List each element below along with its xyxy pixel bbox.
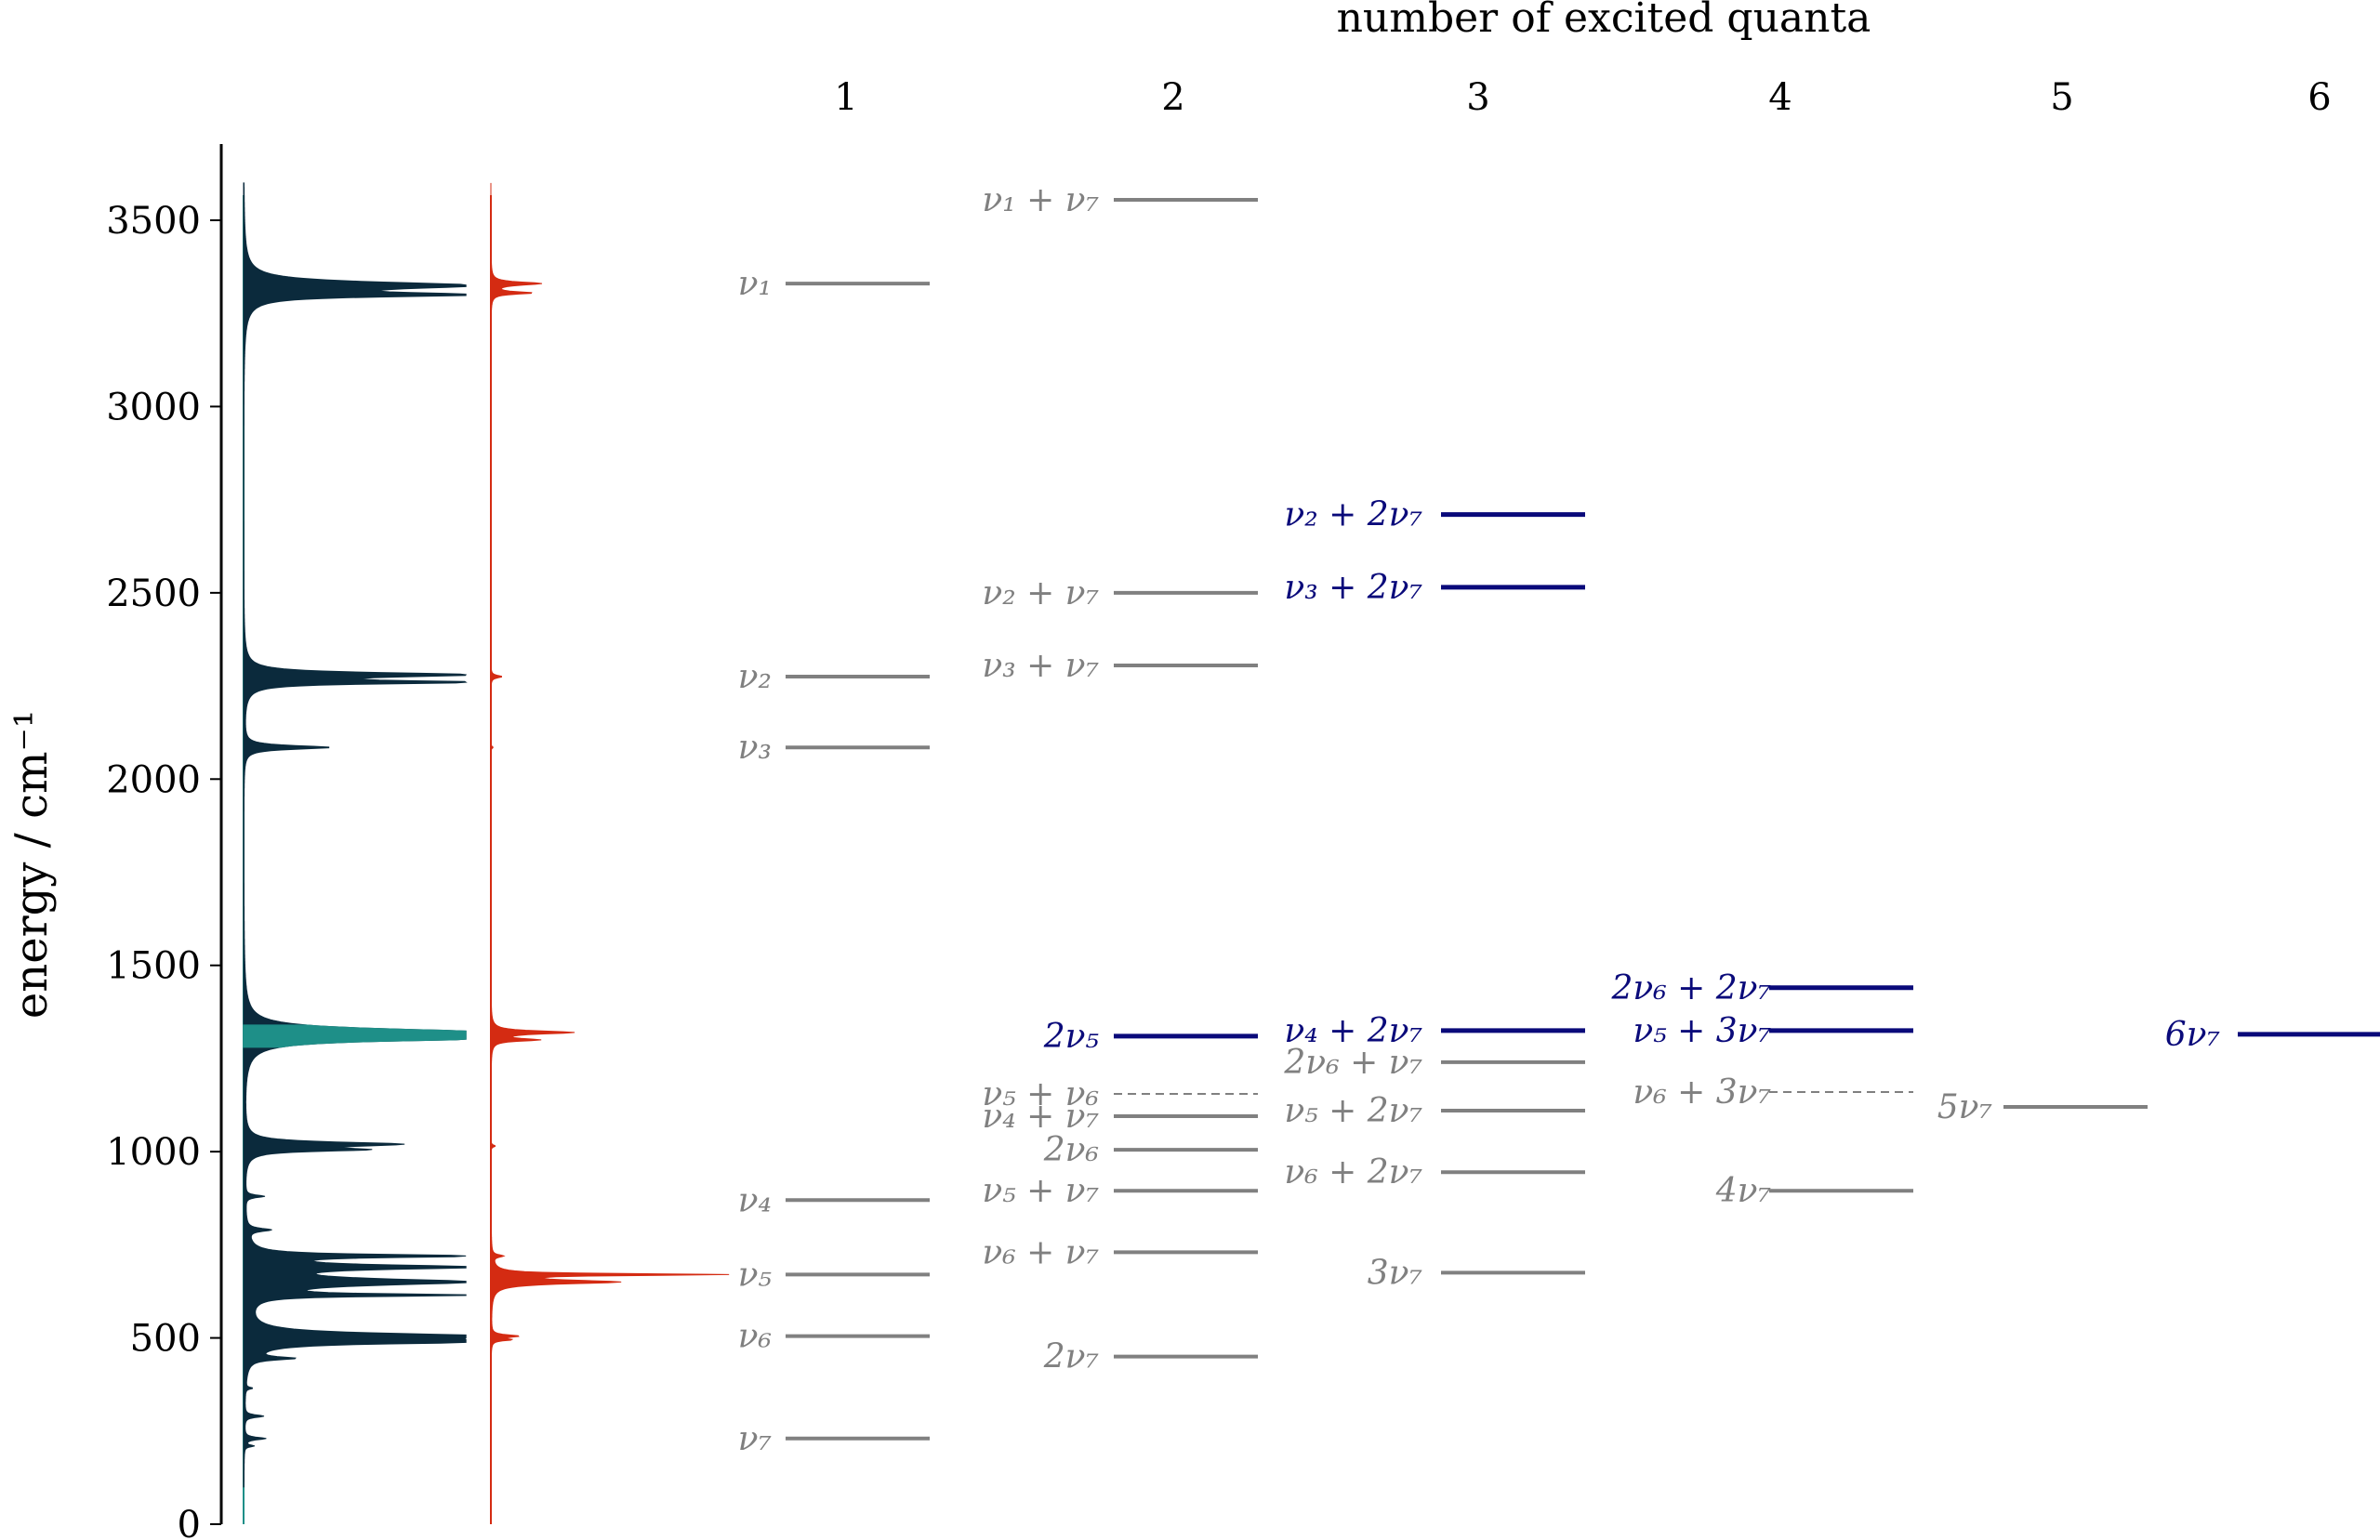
column-label-5: 5	[2050, 76, 2073, 119]
column-label-1: 1	[834, 76, 857, 119]
level-label: 6ν₇	[2165, 1016, 2220, 1054]
level-label: ν₅ + 2ν₇	[1284, 1092, 1422, 1130]
level-label: ν₁	[738, 265, 772, 303]
level-label: 2ν₆ + ν₇	[1283, 1044, 1422, 1082]
level-label: 5ν₇	[1937, 1088, 1992, 1126]
level-label: 2ν₅	[1043, 1018, 1099, 1056]
y-tick-label: 3000	[106, 386, 201, 428]
level-label: ν₆ + ν₇	[982, 1233, 1099, 1271]
level-label: ν₁ + ν₇	[982, 181, 1099, 219]
y-tick-label: 500	[130, 1318, 201, 1361]
level-label: ν₂ + ν₇	[982, 574, 1099, 612]
energy-levels: ν₁ ν₂ ν₃ ν₄ ν₅ ν₆ ν₇ ν₁ + ν₇ ν₂ + ν₇ ν₃ + ν₇ 2ν₅ ν₅…	[738, 181, 2380, 1458]
level-label: ν₄	[738, 1181, 772, 1219]
level-label: ν₆ + 3ν₇	[1633, 1073, 1771, 1112]
level-label: ν₆	[738, 1318, 772, 1356]
y-tick-label: 2000	[106, 758, 201, 801]
level-label: ν₅ + ν₇	[982, 1172, 1099, 1210]
level-label: ν₅ + ν₆	[982, 1075, 1099, 1113]
y-tick-label: 3500	[106, 200, 201, 243]
y-axis-title: energy / cm⁻¹	[6, 710, 58, 1019]
level-label: ν₄ + ν₇	[982, 1098, 1099, 1136]
level-label: 3ν₇	[1368, 1254, 1422, 1292]
level-label: ν₇	[738, 1420, 772, 1458]
level-label: ν₅	[738, 1256, 772, 1294]
level-label: 2ν₆ + 2ν₇	[1611, 969, 1772, 1007]
spectrum-left-highlight	[243, 1024, 467, 1048]
y-tick-label: 1500	[106, 945, 201, 988]
spectrum-right	[490, 182, 730, 1487]
x-axis-title: number of excited quanta	[1337, 0, 1871, 42]
spectrum-left	[243, 182, 468, 1488]
y-tick-label: 1000	[106, 1131, 201, 1174]
column-labels: 1 2 3 4 5 6	[834, 76, 2331, 119]
column-label-6: 6	[2307, 76, 2331, 119]
y-tick-label: 0	[178, 1504, 201, 1540]
y-ticks: 0 500 1000 1500 2000 2500 3000 3500	[106, 200, 221, 1540]
level-label: ν₃	[738, 729, 772, 767]
column-label-2: 2	[1161, 76, 1184, 119]
spectrum-right-fill	[490, 182, 730, 1487]
column-label-4: 4	[1768, 76, 1792, 119]
level-label: ν₆ + 2ν₇	[1284, 1153, 1422, 1191]
level-label: 2ν₇	[1043, 1338, 1099, 1376]
level-label: ν₂	[738, 658, 772, 696]
level-label: ν₃ + ν₇	[982, 647, 1099, 685]
level-label: 4ν₇	[1715, 1172, 1771, 1210]
level-label: 2ν₆	[1043, 1131, 1099, 1169]
level-label: ν₂ + 2ν₇	[1284, 496, 1422, 534]
spectrum-left-fill	[243, 182, 468, 1488]
level-label: ν₄ + 2ν₇	[1284, 1012, 1422, 1050]
y-tick-label: 2500	[106, 573, 201, 615]
level-label: ν₅ + 3ν₇	[1633, 1012, 1771, 1050]
level-label: ν₃ + 2ν₇	[1284, 569, 1422, 607]
column-label-3: 3	[1466, 76, 1489, 119]
